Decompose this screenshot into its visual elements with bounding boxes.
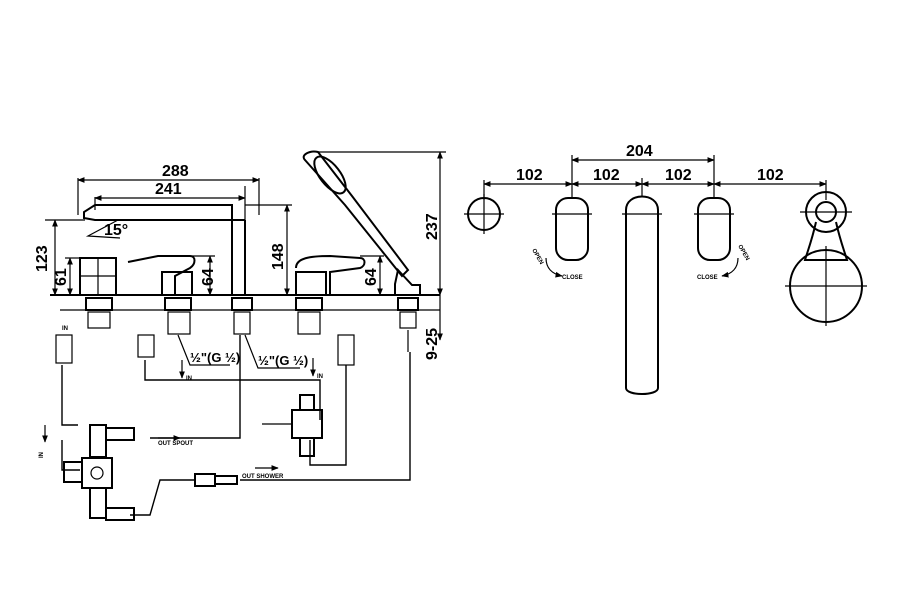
dim-148: 148 [270, 243, 287, 270]
dim-64-right: 64 [363, 268, 380, 286]
inlet-arrows [42, 358, 316, 471]
dim-61: 61 [53, 268, 70, 286]
diverter-knob-top [464, 194, 504, 234]
right-open-close-arrow [721, 257, 739, 278]
open-label-left: OPEN [530, 248, 544, 266]
dim-288: 288 [162, 163, 189, 180]
hand-shower [302, 150, 421, 296]
dim-102-third: 102 [665, 167, 692, 184]
out-spout-label: OUT SPOUT [158, 441, 193, 447]
dim-123: 123 [34, 245, 51, 272]
close-label-left: CLOSE [562, 275, 583, 281]
side-dimension-lines [45, 151, 446, 369]
hand-shower-top [785, 191, 867, 326]
out-shower-label: OUT SHOWER [242, 474, 284, 480]
inlet-label-d: IN [62, 326, 68, 332]
dim-237: 237 [424, 213, 441, 240]
dim-102-first: 102 [516, 167, 543, 184]
diverter-body [79, 257, 117, 296]
inlet-label-a: IN [39, 452, 45, 458]
left-open-close-arrow [545, 257, 563, 278]
left-mixer-handle [127, 255, 196, 296]
shower-outlet-fitting [194, 473, 238, 487]
thread-label-right: ½"(G ½) [258, 353, 308, 368]
spout-top [622, 195, 662, 395]
dim-15-degrees: 15° [104, 222, 128, 239]
right-lever-top [694, 197, 734, 261]
left-lever-top [552, 197, 592, 261]
inlet-label-c: IN [317, 374, 323, 380]
pipe-routing [61, 335, 411, 516]
mixing-valve-assembly [63, 424, 135, 521]
dim-64-left: 64 [200, 268, 217, 286]
dim-102-fourth: 102 [757, 167, 784, 184]
inlet-label-b: IN [186, 376, 192, 382]
side-view: 288 241 15° 123 61 64 148 64 237 9-25 ½"… [34, 150, 446, 521]
close-label-right: CLOSE [697, 275, 718, 281]
spout [83, 204, 246, 295]
right-mixer-handle [295, 254, 366, 296]
top-view: 204 102 102 102 102 OPEN CLOSE OPEN CLOS… [464, 143, 867, 395]
under-deck-connectors [55, 297, 419, 366]
dim-204: 204 [626, 143, 653, 160]
dim-241: 241 [155, 181, 182, 198]
thread-label-left: ½"(G ½) [190, 350, 240, 365]
top-dimension-lines [483, 155, 827, 200]
dim-9-25: 9-25 [424, 328, 441, 360]
dim-102-second: 102 [593, 167, 620, 184]
thermostatic-cartridge [262, 394, 323, 457]
